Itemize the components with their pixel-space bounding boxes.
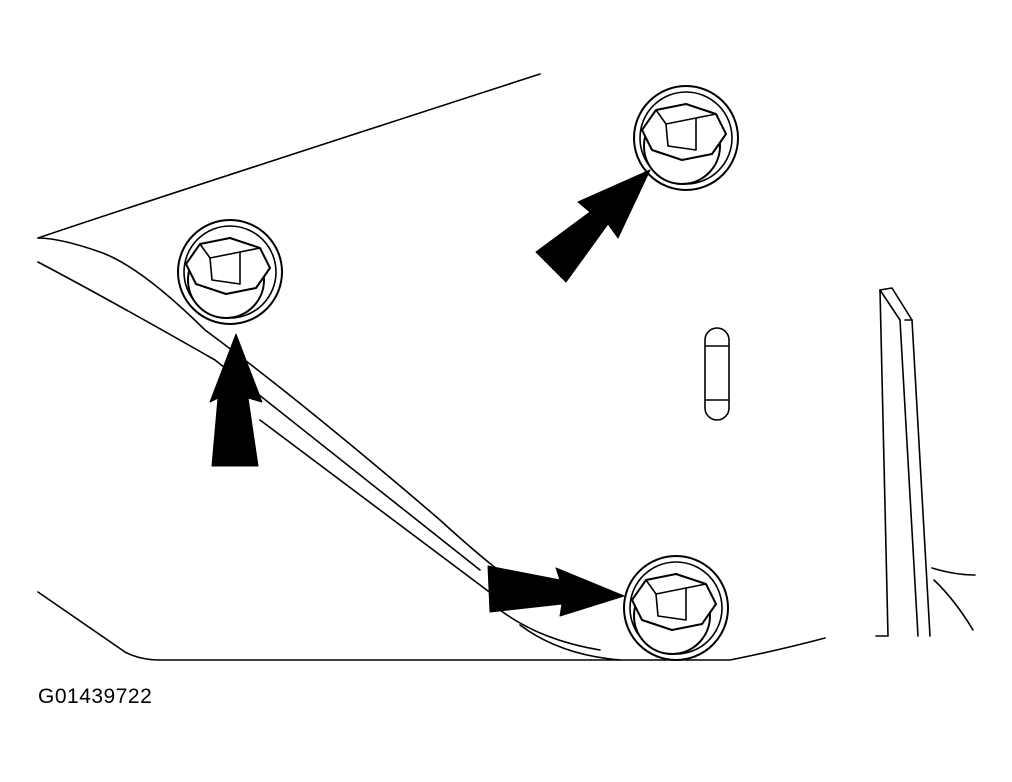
slot [704, 327, 730, 421]
arrow-upper-left [209, 333, 263, 467]
arrow-upper-right [535, 169, 651, 283]
bolt-upper-left [177, 219, 283, 325]
bolt-lower [623, 555, 729, 661]
figure-id-label: G01439722 [38, 685, 153, 708]
panel-outline [37, 73, 826, 661]
arrow-lower [487, 565, 625, 617]
bolt-upper-right [633, 85, 739, 191]
vertical-bracket [875, 287, 976, 637]
